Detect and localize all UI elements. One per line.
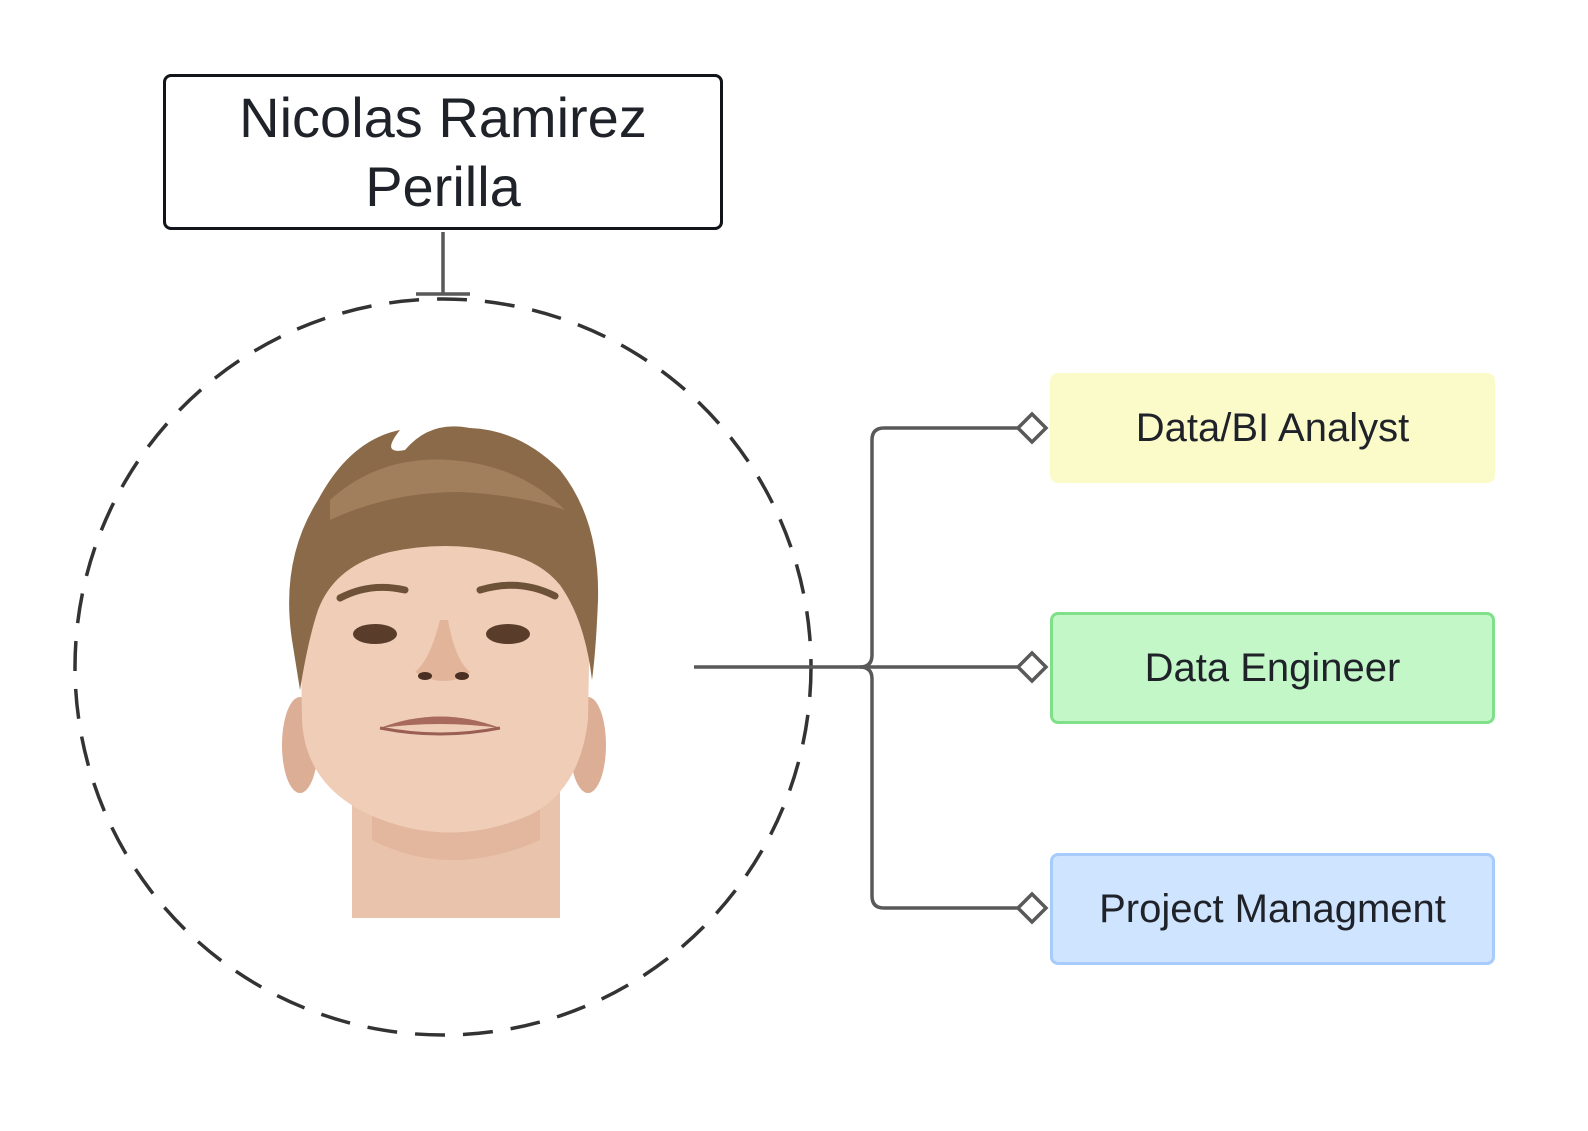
diamond-icon <box>1015 650 1049 684</box>
role-data-bi-analyst: Data/BI Analyst <box>1050 373 1495 483</box>
person-name: Nicolas Ramirez Perilla <box>239 86 647 218</box>
role-project-management: Project Managment <box>1050 853 1495 965</box>
name-connector <box>416 232 470 296</box>
diamond-icon <box>1015 891 1049 925</box>
role-label: Data Engineer <box>1144 645 1401 690</box>
diamond-endpoints <box>1015 411 1049 925</box>
role-data-engineer: Data Engineer <box>1050 612 1495 724</box>
diamond-icon <box>1015 411 1049 445</box>
person-name-box: Nicolas Ramirez Perilla <box>163 74 723 230</box>
role-label: Project Managment <box>1099 886 1446 931</box>
role-label: Data/BI Analyst <box>1135 405 1410 450</box>
portrait-photo <box>282 426 606 918</box>
role-connectors <box>694 426 1018 910</box>
